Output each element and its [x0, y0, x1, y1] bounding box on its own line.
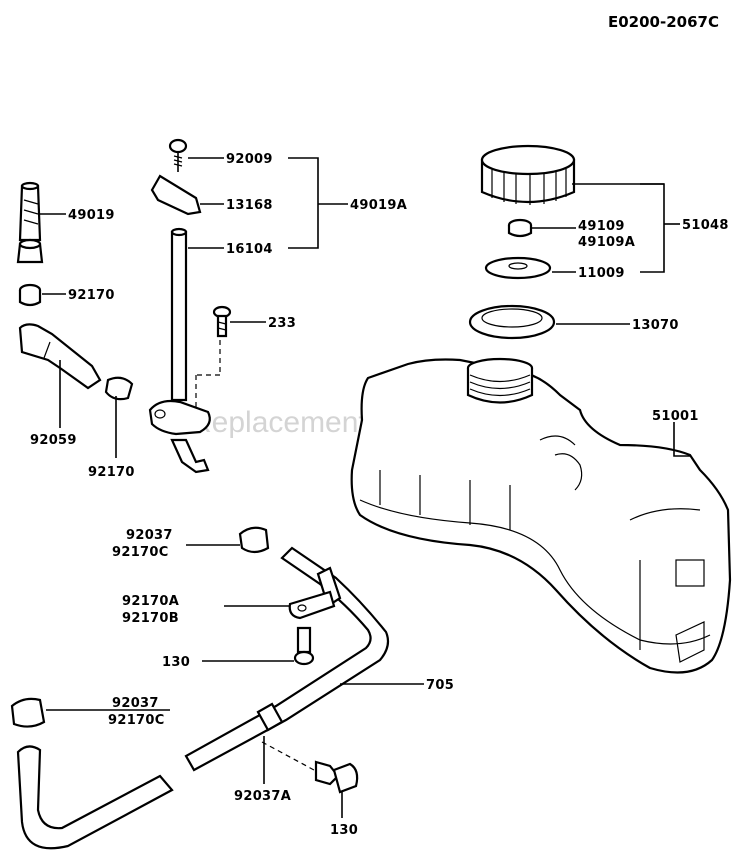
callout-11009: 11009 — [578, 266, 625, 281]
callout-92170A: 92170A — [122, 594, 179, 609]
callout-92037A: 92037A — [234, 789, 291, 804]
lever-13168 — [150, 174, 202, 216]
fuel-hose-705 — [184, 546, 390, 772]
callout-92037-upper: 92037 — [126, 528, 173, 543]
fuel-tank-51001 — [350, 357, 732, 674]
bracket-92170A — [288, 590, 336, 620]
callout-13070: 13070 — [632, 318, 679, 333]
hose-segment — [16, 745, 174, 850]
leader-lines — [40, 157, 690, 818]
clamp-92170-top — [18, 283, 42, 307]
callout-49019: 49019 — [68, 208, 115, 223]
callout-13168: 13168 — [226, 198, 273, 213]
fuel-cock-body — [148, 399, 211, 474]
callout-92170C-lower: 92170C — [108, 713, 165, 728]
callout-705: 705 — [426, 678, 454, 693]
cap-insert-49109 — [507, 218, 533, 238]
pipe-16104 — [170, 227, 188, 402]
bolt-130-upper — [293, 626, 315, 666]
diagram-code: E0200-2067C — [608, 13, 719, 31]
callout-92037-lower: 92037 — [112, 696, 159, 711]
callout-49109: 49109 — [578, 219, 625, 234]
plug-49019 — [16, 181, 44, 264]
screw-92009 — [168, 138, 188, 172]
callout-49109A: 49109A — [578, 235, 635, 250]
callout-130-upper: 130 — [162, 655, 190, 670]
callout-92170C-upper: 92170C — [112, 545, 169, 560]
callout-130-lower: 130 — [330, 823, 358, 838]
strainer-13070 — [468, 304, 556, 340]
screw-233 — [212, 305, 232, 338]
clamp-92037-upper — [238, 526, 270, 554]
fuel-cap-51048 — [480, 144, 576, 205]
callout-16104: 16104 — [226, 242, 273, 257]
callout-233: 233 — [268, 316, 296, 331]
clamp-92170-bottom — [104, 376, 134, 401]
callout-51048: 51048 — [682, 218, 729, 233]
clamp-92037-lower — [10, 697, 46, 728]
callout-51001: 51001 — [652, 409, 699, 424]
callout-92170-bottom: 92170 — [88, 465, 135, 480]
callout-49019A: 49019A — [350, 198, 407, 213]
callout-92059: 92059 — [30, 433, 77, 448]
callout-92009: 92009 — [226, 152, 273, 167]
gasket-11009 — [484, 256, 552, 280]
bolt-130-lower — [314, 760, 359, 794]
callout-92170-top: 92170 — [68, 288, 115, 303]
callout-92170B: 92170B — [122, 611, 179, 626]
